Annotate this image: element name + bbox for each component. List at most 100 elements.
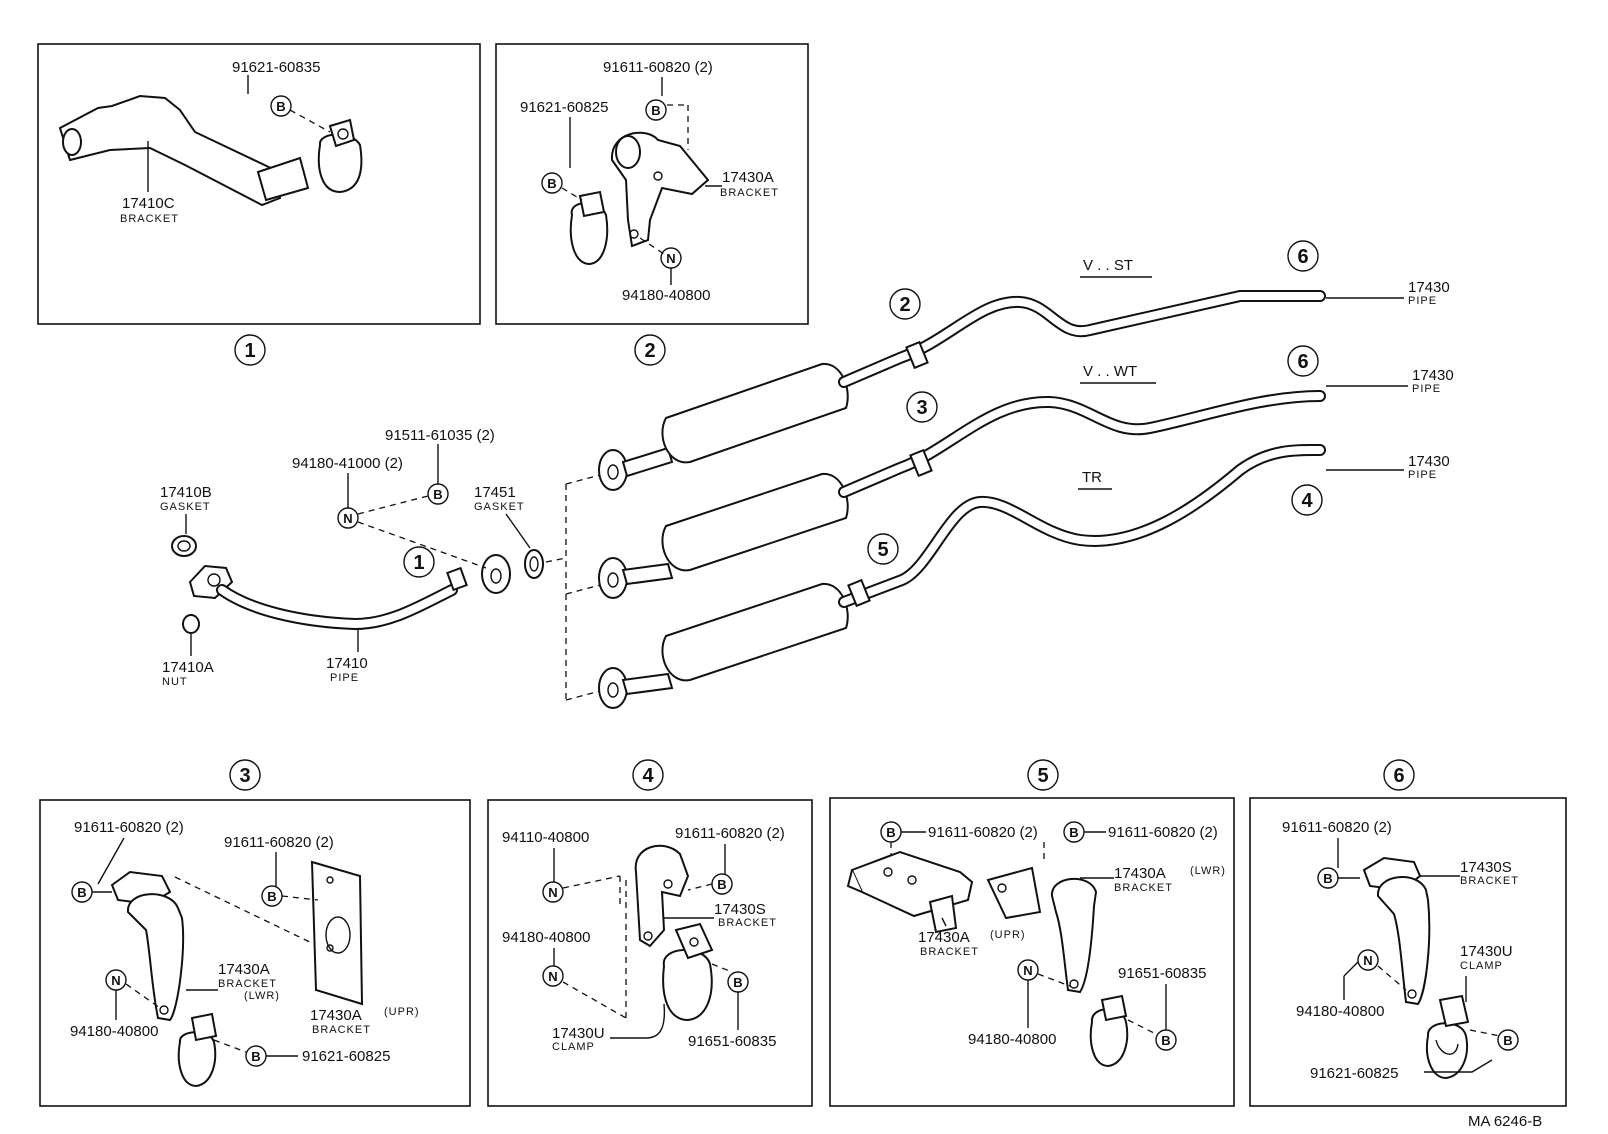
variant-wt-label: V . . WT bbox=[1083, 363, 1137, 380]
label-94180-41000: 94180-41000 (2) bbox=[292, 455, 403, 472]
label-94180-40800: 94180-40800 bbox=[70, 1023, 158, 1040]
clamp-inner bbox=[1435, 1039, 1459, 1055]
dash-line bbox=[562, 981, 627, 1019]
label-17410a: 17410A bbox=[162, 659, 214, 676]
dash-line bbox=[357, 521, 487, 569]
muffler-1-inlet bbox=[621, 446, 674, 478]
bolt-code: B bbox=[886, 825, 895, 840]
callout-3-number: 3 bbox=[916, 397, 927, 419]
bracket-hole bbox=[1069, 979, 1079, 989]
nut-code: N bbox=[666, 251, 675, 266]
label-91611-60820: 91611-60820 (2) bbox=[603, 59, 713, 76]
bracket-17410c-shape bbox=[58, 94, 282, 207]
clamp-tab bbox=[1438, 994, 1470, 1028]
label-17430a: 17430A bbox=[722, 169, 774, 186]
callout-1-inset bbox=[234, 334, 266, 366]
dash-line bbox=[565, 583, 605, 595]
bolt-code: B bbox=[77, 885, 86, 900]
bolt-code: B bbox=[733, 975, 742, 990]
nut-code: N bbox=[1363, 953, 1372, 968]
dash-line bbox=[1469, 1029, 1501, 1037]
bolt-code: B bbox=[717, 877, 726, 892]
label-lwr: (LWR) bbox=[244, 990, 280, 1002]
pipe-17410-inner bbox=[218, 586, 456, 628]
bolt-code: B bbox=[547, 176, 556, 191]
tail-pipe-3-inner bbox=[840, 445, 1324, 606]
label-17430-b: 17430 bbox=[1412, 367, 1454, 384]
label-bracket: BRACKET bbox=[218, 978, 277, 990]
callout-3-inset bbox=[229, 759, 261, 791]
muffler-1-flange bbox=[598, 449, 628, 491]
inset-3: 3 91611-60820 (2) B 91611-60820 (2) B 17… bbox=[39, 759, 471, 1107]
callout-6a-number: 6 bbox=[1297, 246, 1308, 268]
label-17430u: 17430U bbox=[552, 1025, 605, 1042]
bolt-code: B bbox=[267, 889, 276, 904]
nut-code: N bbox=[1023, 963, 1032, 978]
pipe-clamp bbox=[446, 566, 468, 592]
leader-line bbox=[610, 1003, 666, 1039]
bracket-17430a-upr-shape bbox=[310, 860, 364, 1006]
dash-line bbox=[565, 473, 605, 485]
bolt-symbol bbox=[541, 172, 563, 194]
label-clamp: CLAMP bbox=[1460, 960, 1503, 972]
leader-line bbox=[505, 513, 531, 549]
callout-6-main-a bbox=[1287, 240, 1319, 272]
label-94180-40800: 94180-40800 bbox=[622, 287, 710, 304]
nut-code: N bbox=[343, 511, 352, 526]
flange-hole bbox=[490, 568, 502, 584]
label-bracket: BRACKET bbox=[920, 946, 979, 958]
callout-3-main bbox=[906, 391, 938, 423]
callout-5-main bbox=[867, 533, 899, 565]
muffler-2-flange bbox=[598, 557, 628, 599]
clamp-bolt-hole bbox=[689, 937, 699, 947]
label-nut: NUT bbox=[162, 676, 188, 688]
inset-6: 6 91611-60820 (2) B 17430S BRACKET N 941… bbox=[1249, 759, 1567, 1107]
callout-6-inset bbox=[1383, 759, 1415, 791]
dash-line bbox=[1127, 1019, 1157, 1035]
label-17430s: 17430S bbox=[1460, 859, 1512, 876]
muffler-2-inlet bbox=[621, 562, 674, 586]
label-upr: (UPR) bbox=[384, 1006, 420, 1018]
label-17430a-upr: 17430A bbox=[918, 929, 970, 946]
label-91621-60835: 91621-60835 bbox=[232, 59, 320, 76]
label-pipe: PIPE bbox=[1412, 383, 1441, 395]
gasket-17410b-shape bbox=[171, 535, 197, 557]
callout-6b-number: 6 bbox=[1297, 351, 1308, 373]
muffler-3-inlet bbox=[621, 672, 674, 696]
label-91621-60825: 91621-60825 bbox=[302, 1048, 390, 1065]
callout-1-main bbox=[403, 546, 435, 578]
inset-2: 91611-60820 (2) B 91621-60825 B N 94180-… bbox=[495, 43, 809, 366]
label-91651-60835: 91651-60835 bbox=[1118, 965, 1206, 982]
muffler-1-body bbox=[661, 362, 849, 464]
callout-4-number: 4 bbox=[1301, 490, 1313, 512]
bracket-hole bbox=[663, 879, 673, 889]
bracket-hole bbox=[1407, 989, 1417, 999]
gasket-hole bbox=[177, 540, 191, 552]
label-91511-61035: 91511-61035 (2) bbox=[385, 427, 495, 444]
clamp-tab bbox=[578, 190, 606, 218]
bracket-hole bbox=[907, 875, 917, 885]
label-91621-60825: 91621-60825 bbox=[1310, 1065, 1398, 1082]
label-upr: (UPR) bbox=[990, 929, 1026, 941]
bolt-code: B bbox=[1503, 1033, 1512, 1048]
bracket-opening bbox=[325, 916, 351, 954]
bracket-leg bbox=[928, 894, 958, 934]
nut-17410a-shape bbox=[182, 614, 200, 634]
inset-3-number: 3 bbox=[239, 765, 250, 787]
label-17430a-lwr: 17430A bbox=[1114, 865, 1166, 882]
clamp-tab bbox=[674, 922, 714, 960]
inset-4-number: 4 bbox=[642, 765, 654, 787]
tail-pipe-3-clamp bbox=[847, 578, 871, 608]
dash-line bbox=[711, 963, 733, 973]
tail-pipe-1-inner bbox=[840, 292, 1324, 386]
inset-6-number: 6 bbox=[1393, 765, 1404, 787]
inset-1-number: 1 bbox=[244, 340, 255, 362]
bracket-hole bbox=[653, 171, 663, 181]
label-bracket: BRACKET bbox=[1460, 875, 1519, 887]
nut-symbol bbox=[542, 965, 564, 987]
leader-line bbox=[941, 917, 947, 927]
dash-line bbox=[687, 883, 713, 891]
clamp-17430u-shape bbox=[662, 949, 713, 1022]
bolt-symbol bbox=[427, 483, 449, 505]
bolt-code: B bbox=[251, 1049, 260, 1064]
